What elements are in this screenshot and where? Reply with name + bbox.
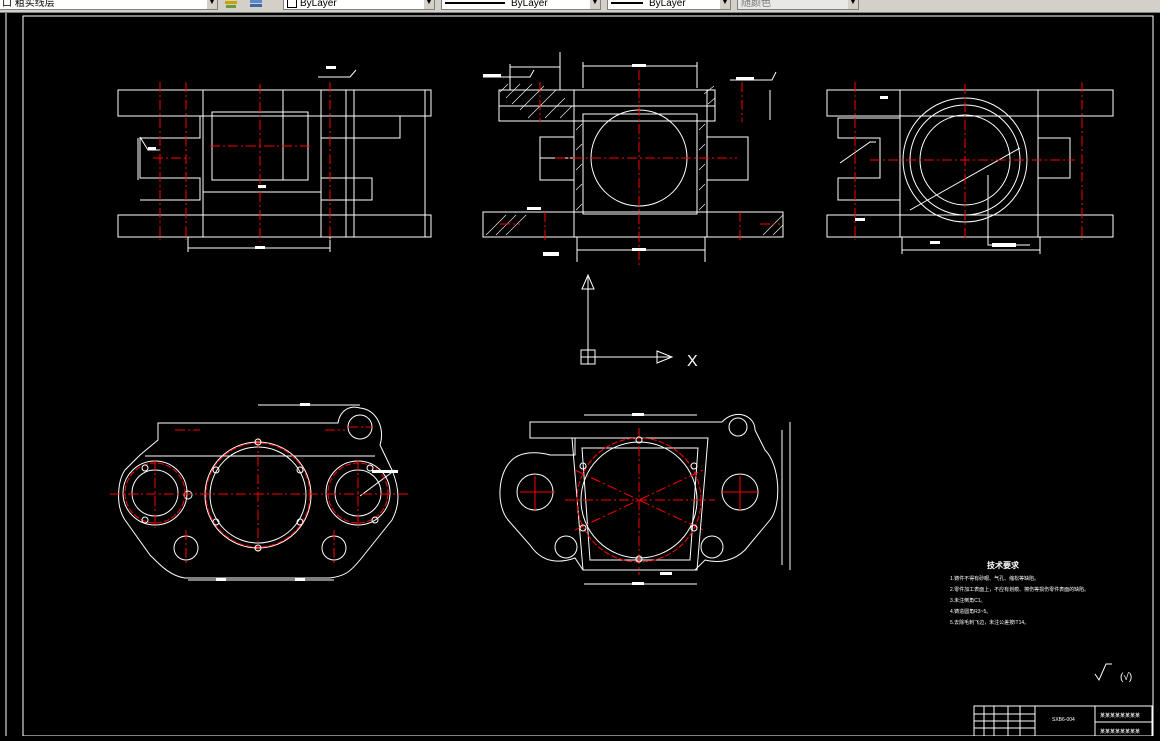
color-value: ByLayer [300,0,337,9]
drawing-canvas[interactable]: 技术要求 1.铸件不得有砂眼、气孔、缩松等缺陷。 2.零件加工表面上，不应有划痕… [0,13,1160,737]
section-hatching [485,83,784,236]
chevron-down-icon[interactable]: ▼ [424,0,434,9]
view-front-left [117,69,432,252]
bolt-holes-middle [579,436,698,563]
tech-notes-title: 技术要求 [987,560,1020,570]
view-plan-middle-centerlines [520,428,758,575]
tech-note-1: 1.铸件不得有砂眼、气孔、缩松等缺陷。 [950,575,1039,582]
lineweight-dropdown[interactable]: ByLayer ▼ [607,0,731,10]
layer-name: 粗实线层 [14,0,55,9]
linetype-value: ByLayer [511,0,548,9]
chevron-down-icon[interactable]: ▼ [207,0,217,9]
chevron-down-icon[interactable]: ▼ [590,0,600,9]
view-plan-left-centerlines [110,426,410,566]
roughness-symbol [1094,663,1112,682]
drawing-svg: 技术要求 1.铸件不得有砂眼、气孔、缩松等缺陷。 2.零件加工表面上，不应有划痕… [5,13,1154,737]
plotstyle-dropdown[interactable]: 随颜色 ▼ [737,0,859,10]
properties-toolbar: 口 粗实线层 ▼ ByLayer ▼ ByLayer ▼ ByLayer ▼ 随… [0,0,1160,13]
view-plan-middle [499,413,791,585]
lineweight-preview-icon [611,2,643,5]
bolt-hole-circles-left [124,442,389,548]
drawing-name-line2: 某某某某某某某某 [1100,729,1140,735]
tech-notes-block: 技术要求 1.铸件不得有砂眼、气孔、缩松等缺陷。 2.零件加工表面上，不应有划痕… [950,560,1089,626]
chevron-down-icon[interactable]: ▼ [720,0,730,9]
chevron-down-icon[interactable]: ▼ [848,0,858,9]
layer-dropdown[interactable]: 口 粗实线层 ▼ [0,0,218,10]
layer-previous-icon[interactable] [249,0,263,9]
ucs-x-label: X [687,353,698,370]
sheet-frame-border [22,15,1154,737]
tech-note-4: 4.铸造圆角R3~5。 [950,608,991,615]
dimension-tags [148,64,1016,585]
view-section-centerlines [500,70,780,265]
tech-note-2: 2.零件加工表面上，不应有划痕、擦伤等损伤零件表面的缺陷。 [950,586,1089,593]
view-front-left-centerlines [153,82,331,242]
linetype-preview-icon [445,2,505,5]
view-side-centerlines [854,82,1083,240]
color-dropdown[interactable]: ByLayer ▼ [283,0,435,10]
tech-note-3: 3.未注倒角C1。 [950,597,986,604]
drawing-number: SXB6-004 [1052,717,1075,723]
lineweight-value: ByLayer [649,0,686,9]
roughness-note: (√) [1120,671,1132,683]
tech-note-5: 5.去除毛刺飞边，未注公差按IT14。 [950,619,1029,626]
color-swatch-icon [287,0,297,9]
drawing-name-line1: 某某某某某某某某 [1100,713,1140,719]
ucs-icon [580,273,674,365]
view-side-right [826,89,1114,254]
layer-prefix: 口 [2,0,12,9]
layer-state-icon[interactable] [224,0,238,9]
title-block [973,705,1153,737]
bolt-holes-left [141,438,379,552]
view-section-middle [482,52,784,262]
plotstyle-value: 随颜色 [741,0,771,9]
linetype-dropdown[interactable]: ByLayer ▼ [441,0,601,10]
